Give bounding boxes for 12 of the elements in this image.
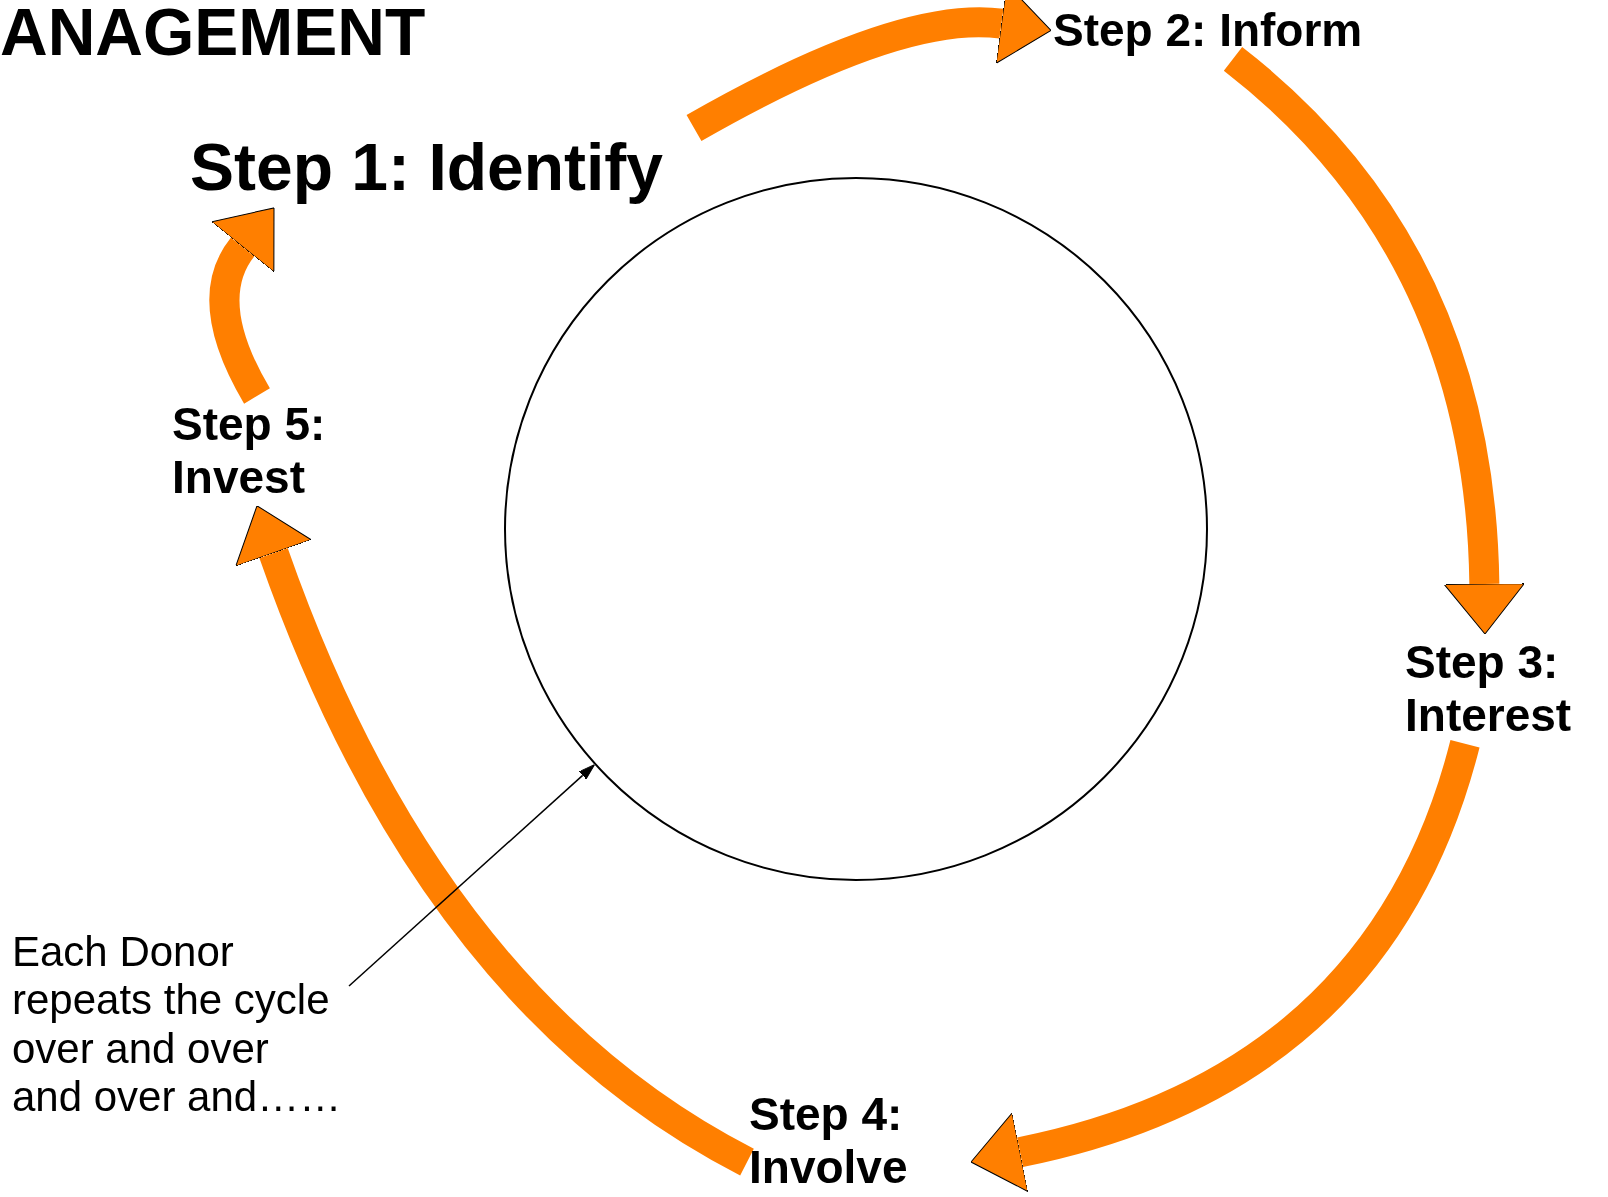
curved-arrow	[1223, 47, 1525, 635]
title: ANAGEMENT	[0, 0, 426, 70]
note-text: Each Donor repeats the cycle over and over and over and……	[12, 928, 347, 1122]
step-label: Step 1: Identify	[190, 130, 750, 206]
curved-arrow	[235, 505, 755, 1176]
curved-arrow	[686, 0, 1052, 142]
curved-arrow	[970, 739, 1480, 1192]
leader-arrow	[348, 764, 596, 987]
step-label: Step 3: Interest	[1405, 636, 1605, 742]
step-label: Step 4: Involve	[749, 1088, 969, 1194]
step-label: Step 5: Invest	[172, 398, 342, 504]
step-label: Step 2: Inform	[1053, 4, 1413, 57]
